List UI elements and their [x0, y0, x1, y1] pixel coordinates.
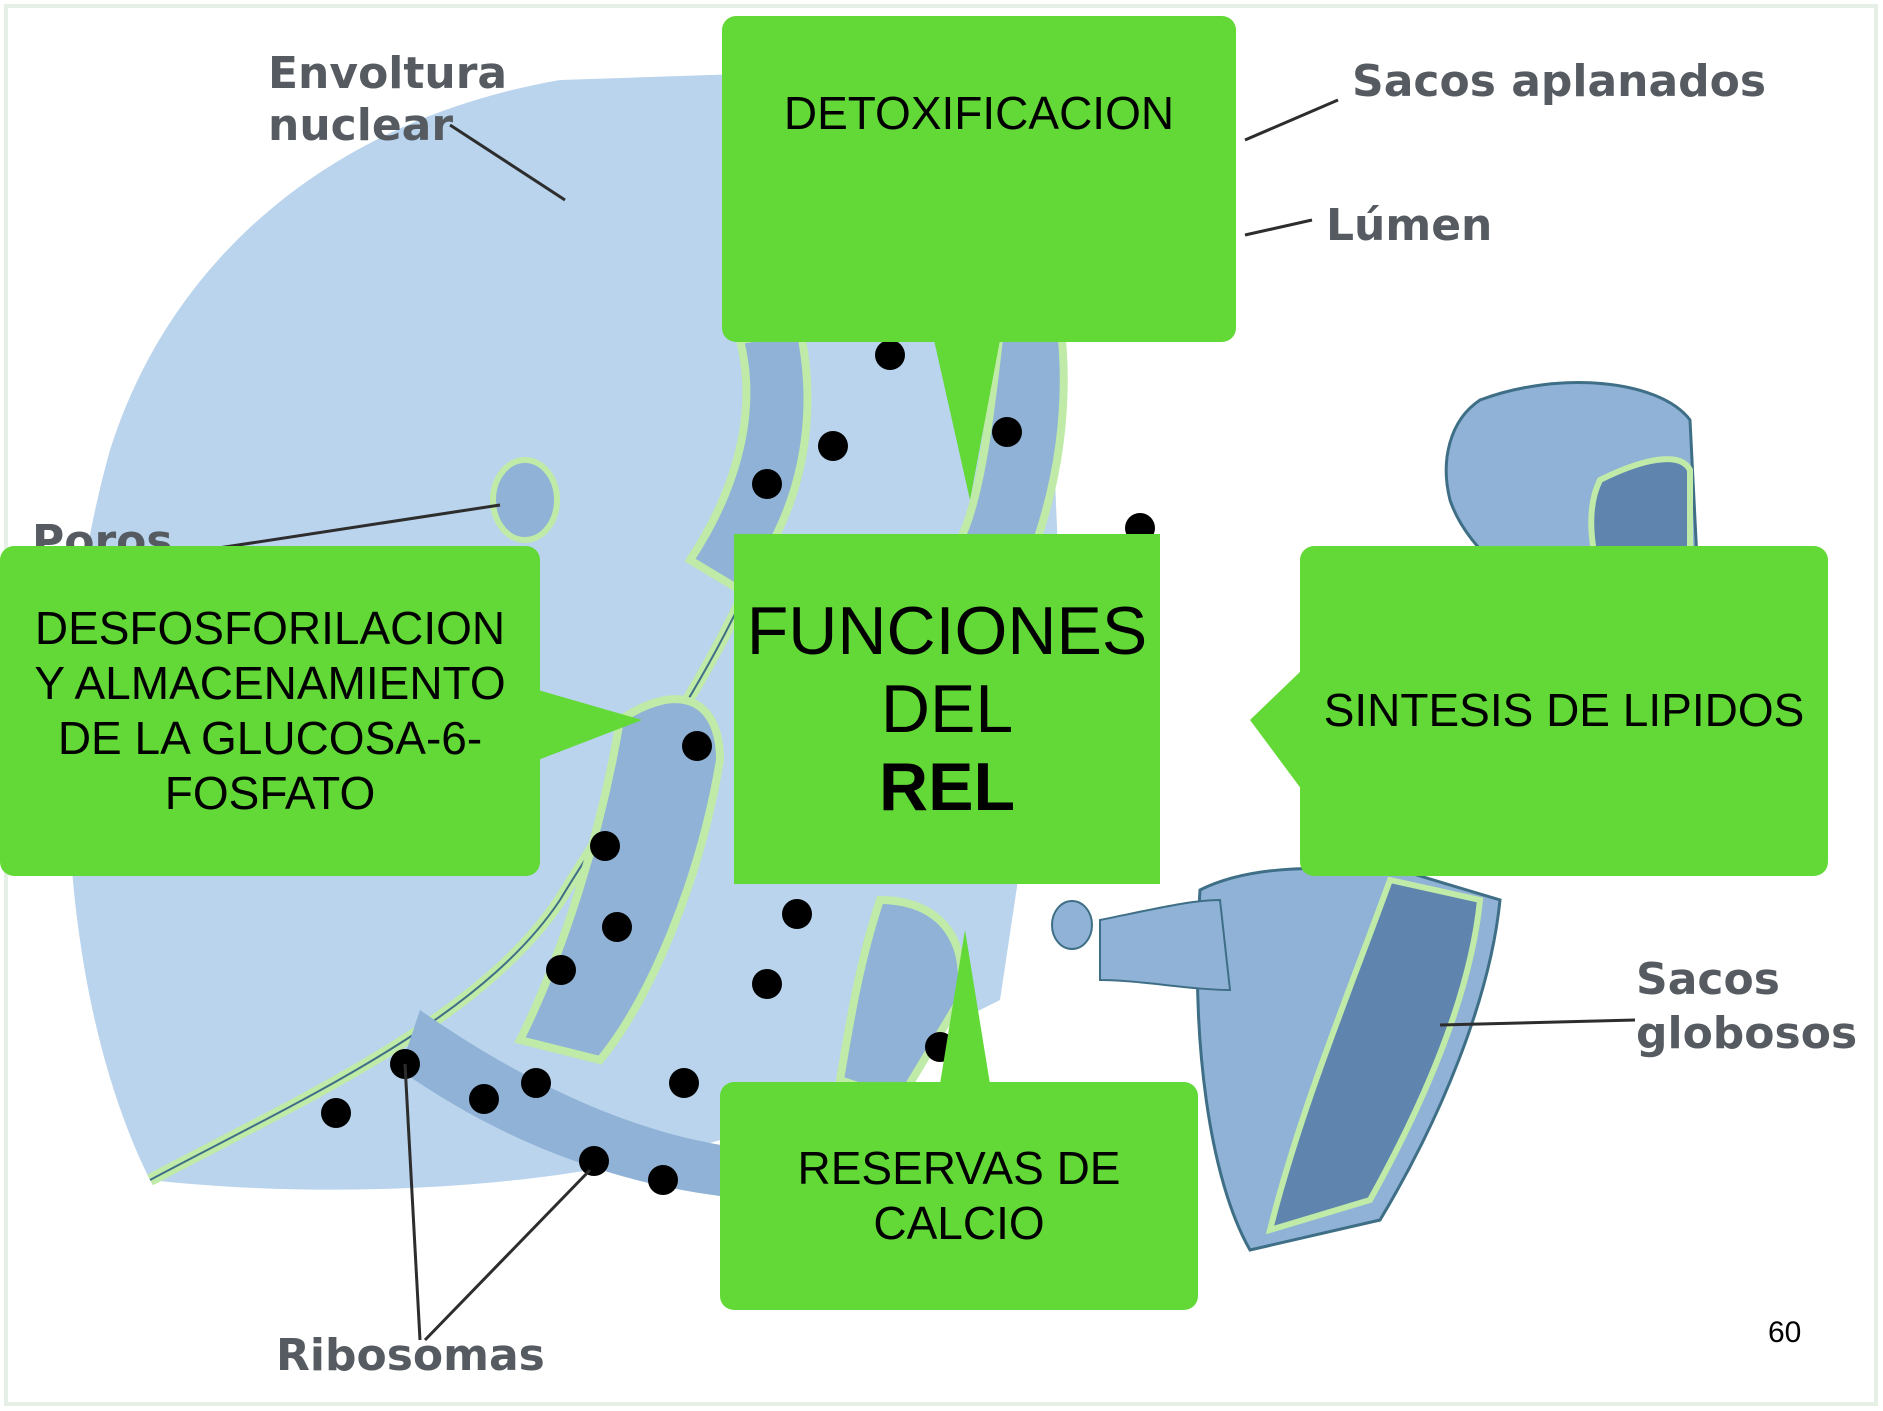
nuclear-envelope — [67, 70, 1061, 1190]
callout-right-tail — [1250, 670, 1302, 790]
envoltura-pointer — [449, 123, 566, 202]
ribosome — [752, 969, 782, 999]
sacos-aplanados-pointer — [1244, 98, 1339, 142]
callout-reservas-calcio-line2: CALCIO — [873, 1197, 1045, 1249]
lumen-pointer — [1244, 218, 1313, 237]
ribosome — [669, 1068, 699, 1098]
callout-desfosforilacion-line1: DESFOSFORILACION — [34, 601, 506, 654]
label-sacos-globosos-line2: globosos — [1636, 1008, 1857, 1059]
small-vesicle — [1051, 900, 1093, 950]
label-lumen: Lúmen — [1326, 200, 1492, 251]
label-envoltura-line1: Envoltura — [268, 48, 507, 99]
label-envoltura-line2: nuclear — [268, 100, 453, 151]
center-title-line1: FUNCIONES — [746, 592, 1148, 669]
label-sacos-globosos-line1: Sacos — [1636, 954, 1780, 1005]
label-sacos-aplanados: Sacos aplanados — [1352, 56, 1766, 107]
callout-detoxificacion: DETOXIFICACION — [722, 16, 1236, 342]
ribosome — [590, 831, 620, 861]
ribosome — [682, 731, 712, 761]
ribosomas-pointer-1 — [403, 1063, 422, 1341]
callout-reservas-calcio-line1: RESERVAS DE — [797, 1141, 1121, 1194]
nuclear-envelope-edge — [149, 559, 761, 1181]
ribosome — [546, 955, 576, 985]
ribosome — [321, 1098, 351, 1128]
sacos-globosos-pointer — [1439, 1018, 1636, 1027]
callout-top-tail — [934, 340, 1000, 500]
callout-sintesis-lipidos-text: SINTESIS DE LIPIDOS — [1323, 684, 1805, 737]
ribosome — [579, 1146, 609, 1176]
ribosome-dots — [321, 340, 1155, 1195]
smooth-er-connector — [1099, 898, 1232, 992]
callout-bottom-tail — [940, 930, 990, 1084]
smooth-er-sac-lower-lumen — [1265, 876, 1484, 1235]
page-number: 60 — [1768, 1316, 1802, 1349]
pore-vesicle — [490, 457, 560, 543]
ribosome — [521, 1068, 551, 1098]
er-base — [400, 1010, 760, 1200]
ribosome — [818, 431, 848, 461]
label-ribosomas: Ribosomas — [276, 1330, 545, 1381]
callout-sintesis-lipidos: SINTESIS DE LIPIDOS — [1300, 546, 1828, 876]
callout-reservas-calcio: RESERVAS DE CALCIO — [720, 1082, 1198, 1310]
ribosome — [469, 1084, 499, 1114]
callout-desfosforilacion-line2: Y ALMACENAMIENTO — [34, 656, 506, 709]
callout-detoxificacion-text: DETOXIFICACION — [783, 87, 1175, 139]
center-title-box: FUNCIONES DEL REL — [734, 534, 1160, 884]
ribosome — [648, 1165, 678, 1195]
ribosome — [992, 417, 1022, 447]
callout-left-tail — [538, 690, 642, 760]
callout-desfosforilacion-line3: DE LA GLUCOSA-6- — [57, 712, 483, 764]
center-title-line3: REL — [879, 749, 1015, 826]
ribosome — [782, 899, 812, 929]
center-title-line2: DEL — [880, 670, 1014, 747]
ribosome — [752, 469, 782, 499]
ribosome — [602, 912, 632, 942]
ribosome — [875, 340, 905, 370]
ribosomas-pointer-2 — [423, 1168, 592, 1342]
callout-desfosforilacion-line4: FOSFATO — [164, 767, 376, 820]
callout-desfosforilacion: DESFOSFORILACION Y ALMACENAMIENTO DE LA … — [0, 546, 540, 876]
